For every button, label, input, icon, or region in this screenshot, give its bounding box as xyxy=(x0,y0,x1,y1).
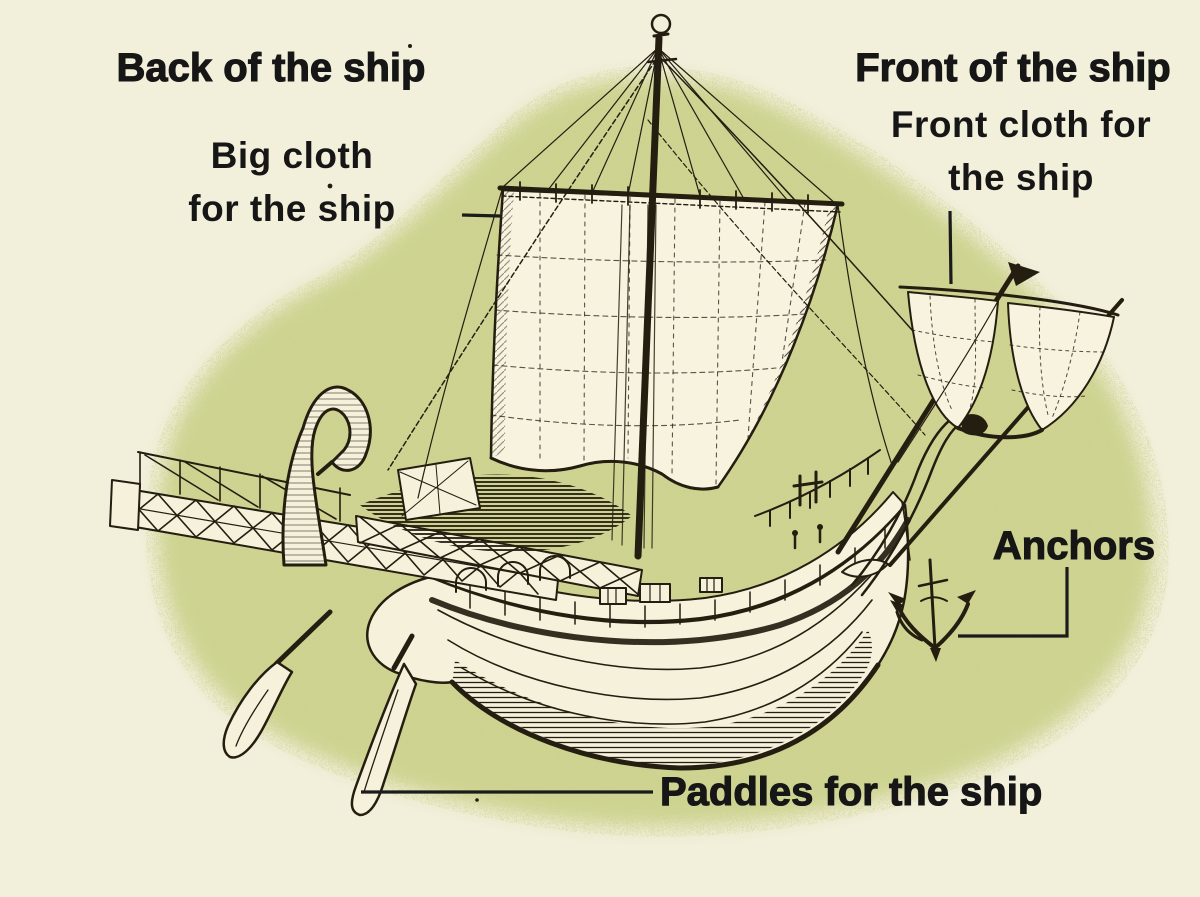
label-front-cloth-line1: Front cloth for xyxy=(890,104,1152,145)
label-front-of-ship: Front of the ship xyxy=(826,40,1200,97)
label-anchors: Anchors xyxy=(986,518,1162,575)
leader-big-cloth xyxy=(461,213,501,218)
label-big-cloth: Big cloth for the ship xyxy=(118,130,466,235)
rigging xyxy=(387,47,926,549)
ink-specks xyxy=(327,44,479,802)
mast xyxy=(634,13,672,560)
anchor xyxy=(888,501,976,662)
anchor-secondary xyxy=(895,610,924,642)
swan-neck-stern-ornament xyxy=(281,385,372,567)
label-back-of-ship: Back of the ship xyxy=(90,40,452,97)
label-front-cloth-line2: the ship xyxy=(948,156,1094,198)
steering-paddles xyxy=(222,609,418,817)
label-front-cloth: Front cloth for the ship xyxy=(840,99,1200,204)
label-paddles: Paddles for the ship xyxy=(659,764,1100,821)
deck-details xyxy=(599,449,889,605)
leader-front-cloth xyxy=(948,210,953,285)
label-back-of-ship-text: Back of the ship xyxy=(116,45,426,90)
label-big-cloth-line1: Big cloth xyxy=(210,135,374,176)
masthead-ball xyxy=(650,13,672,35)
label-front-of-ship-text: Front of the ship xyxy=(855,45,1172,90)
foresail xyxy=(897,285,1120,463)
stern-deck-structures xyxy=(360,457,632,593)
label-paddles-text: Paddles for the ship xyxy=(659,769,1043,814)
label-anchors-text: Anchors xyxy=(992,523,1156,568)
backstay xyxy=(387,59,657,471)
label-big-cloth-line2: for the ship xyxy=(188,187,396,229)
main-yard xyxy=(497,185,845,207)
leader-anchors xyxy=(958,567,1069,638)
